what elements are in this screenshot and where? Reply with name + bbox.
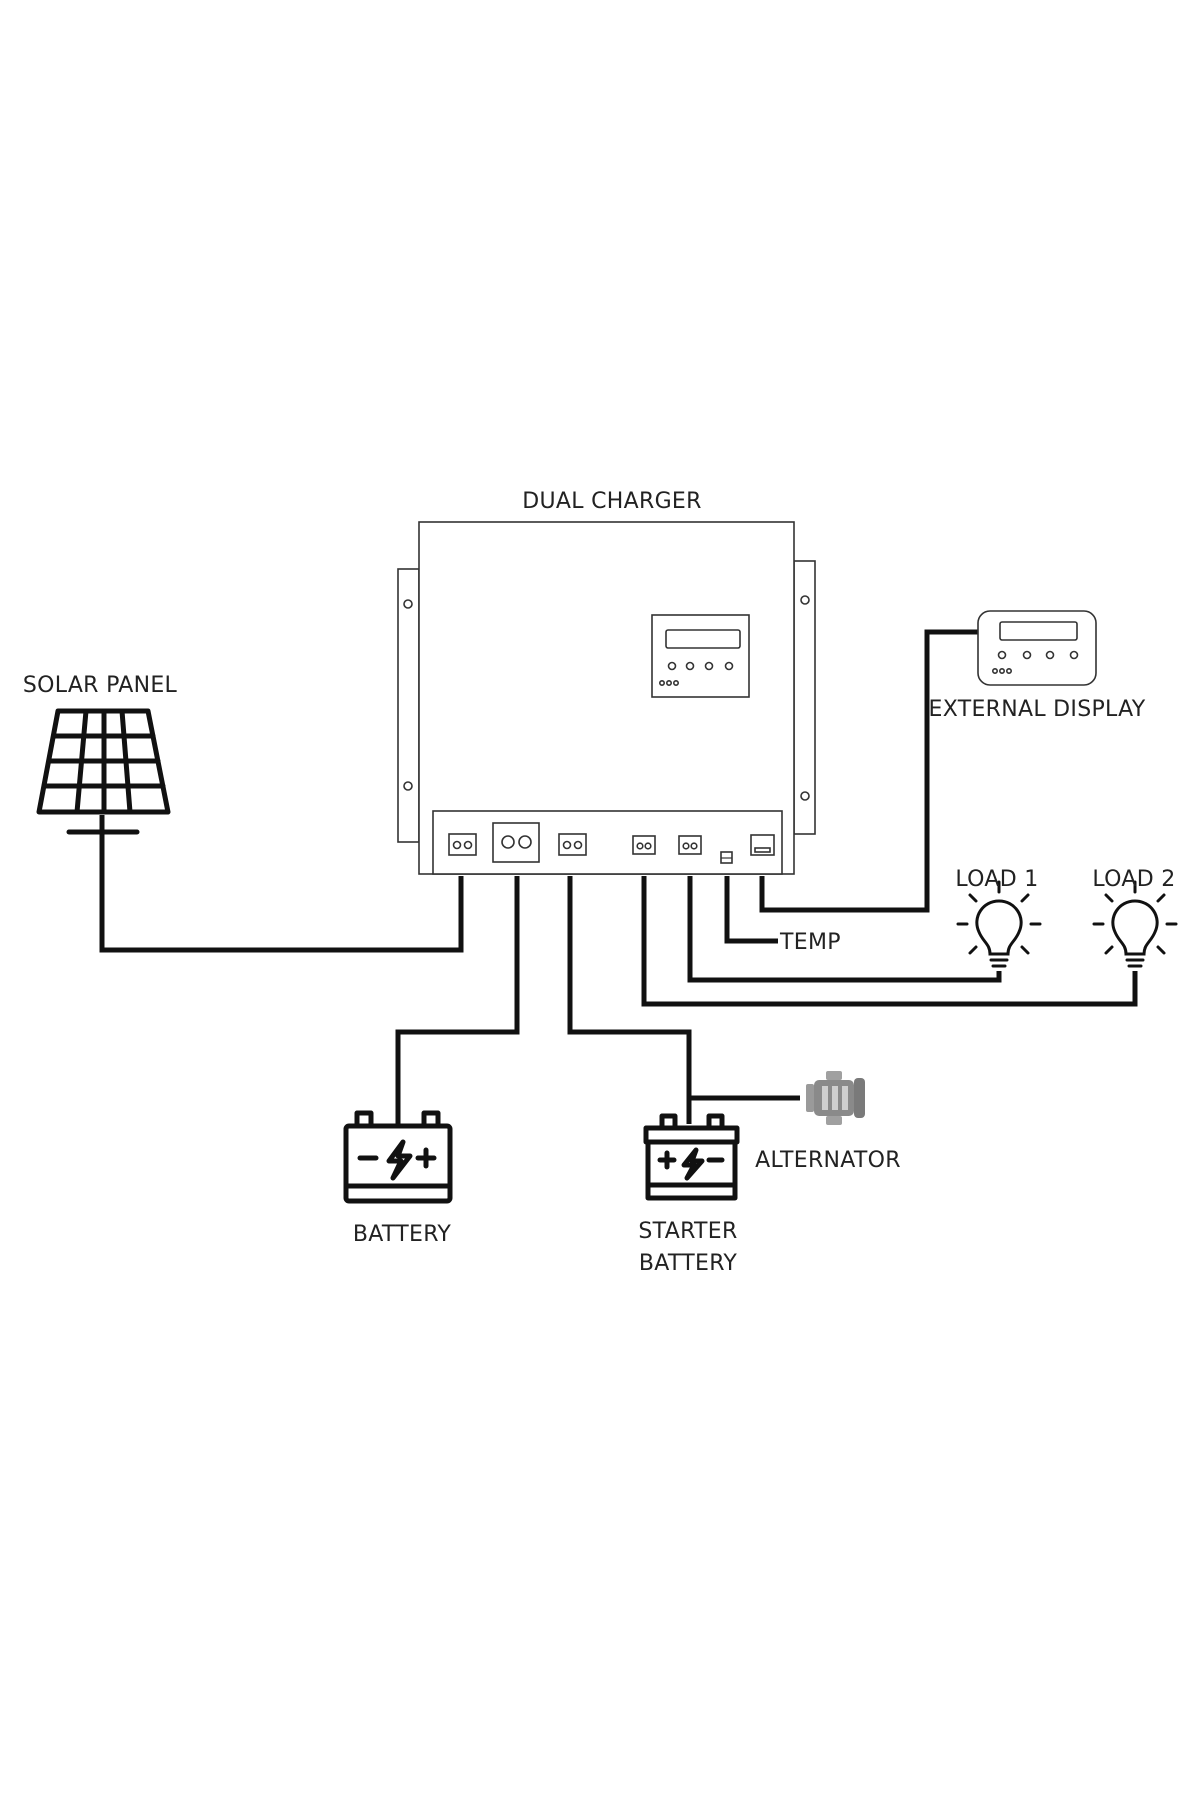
load-2-bulb-ray [1156,945,1166,955]
charger-button [685,661,695,671]
light-bulb-icon [1092,880,1178,968]
external-display-icon [977,610,1097,686]
wire-solar-panel [99,815,464,953]
battery-label: BATTERY [353,1222,452,1247]
load-2-bulb-ray [1104,945,1114,955]
left-flange-hole-bottom [403,781,413,791]
terminal-screw [636,842,644,850]
load-2-bulb-ray [1156,893,1166,903]
right-flange-hole-top [800,595,810,605]
charger-button [724,661,734,671]
alternator-icon [806,1071,865,1125]
solar-panel-label: SOLAR PANEL [23,673,178,698]
labels: DUAL CHARGER SOLAR PANEL EXTERNAL DISPLA… [23,489,1175,1276]
charger-led [658,679,665,686]
alternator-pulley [806,1084,814,1112]
charger-led [665,679,672,686]
external-display-screen [999,621,1078,641]
starter-battery-body [645,1139,738,1201]
external-display-button [1022,650,1032,660]
load-1-bulb-ray [1020,893,1030,903]
battery-body [343,1123,453,1204]
wires [99,629,1138,1124]
solar-panel-icon [36,708,171,835]
external-display-label: EXTERNAL DISPLAY [929,697,1146,722]
load-1-label: LOAD 1 [955,867,1038,892]
load-2-bulb-glass [1111,899,1159,956]
terminal-screw [573,840,583,850]
starter-battery-bolt [681,1147,705,1181]
alternator-label: ALTERNATOR [755,1148,901,1173]
wire-load-2 [641,876,1138,1007]
starter-battery-label-line1: STARTER [638,1219,737,1244]
left-mounting-flange [397,568,420,843]
terminal-screw [644,842,652,850]
load-1-bulb-ray [968,945,978,955]
alternator-mount [826,1071,842,1080]
charger-led [672,679,679,686]
load-2-terminal [632,835,656,855]
terminal-screw [501,835,515,849]
solar-terminal [448,833,477,856]
dual-charger [397,521,816,875]
charger-lcd-screen [665,629,741,649]
external-display-led [991,667,998,674]
external-display-led [998,667,1005,674]
terminal-screw [518,835,532,849]
starter-battery-terminal [558,833,587,856]
alternator-mount [826,1116,842,1125]
external-display-led [1005,667,1012,674]
alternator-vent [832,1086,838,1110]
display-port-inner [754,847,771,853]
terminal-screw [463,840,473,850]
load-1-bulb-ray [968,893,978,903]
load-2-label: LOAD 2 [1092,867,1175,892]
wire-starter-battery [567,876,692,1124]
terminal-strip [432,810,783,875]
terminal-screw [562,840,572,850]
load-1-bulb-glass [975,899,1023,956]
terminal-screw [682,842,690,850]
alternator-vent [842,1086,848,1110]
load-2-bulb-ray [1104,893,1114,903]
starter-battery-label-line2: BATTERY [639,1251,738,1276]
battery-icon [343,1110,453,1204]
right-flange-hole-bottom [800,791,810,801]
wire-load-1 [687,876,1002,983]
solar-panel-frame [36,708,171,815]
light-bulb-icon [956,880,1042,968]
left-flange-hole-top [403,599,413,609]
external-display-button [1045,650,1055,660]
external-display-button [1069,650,1079,660]
dual-charger-label: DUAL CHARGER [522,489,701,514]
wire-battery [395,876,520,1124]
alternator-vent [822,1086,828,1110]
load-1-terminal [678,835,702,855]
temp-label: TEMP [779,930,841,955]
external-display-button [997,650,1007,660]
wire-external-display [759,629,978,913]
alternator-end-cap [854,1078,865,1118]
wire-temp [724,876,778,944]
charger-button [667,661,677,671]
battery-terminal [492,822,540,863]
charger-button [704,661,714,671]
starter-battery-icon [643,1113,740,1201]
battery-bolt [386,1139,413,1181]
load-1-bulb-ray [1020,945,1030,955]
terminal-screw [690,842,698,850]
terminal-screw [452,840,462,850]
